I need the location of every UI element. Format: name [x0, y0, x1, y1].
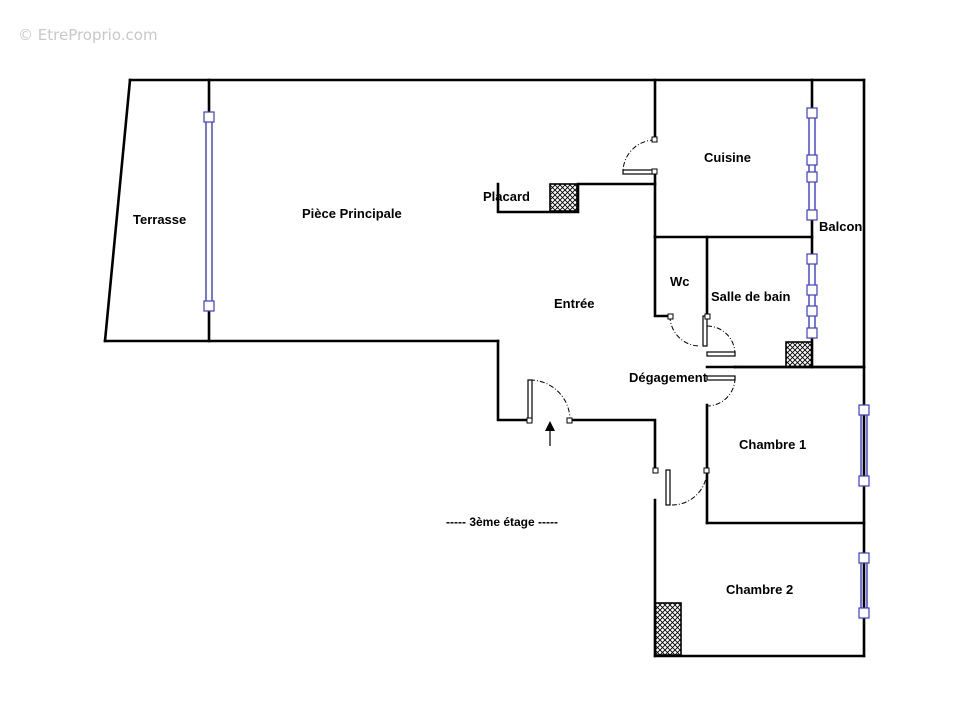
sdb-door: [706, 325, 736, 357]
cuisine-door: [622, 136, 658, 175]
placard-wall: [496, 182, 657, 214]
floor-label: ----- 3ème étage -----: [446, 515, 558, 529]
terrasse-slanted-wall: [103, 78, 132, 343]
chambre-2-window: [858, 552, 870, 619]
label-cuisine: Cuisine: [704, 150, 751, 165]
label-piece-principale: Pièce Principale: [302, 206, 402, 221]
cuisine-window: [806, 107, 818, 221]
sdb-duct: [785, 341, 813, 368]
walls: [103, 78, 866, 658]
room-labels: Terrasse Pièce Principale Placard Cuisin…: [133, 150, 862, 597]
sdb-window: [806, 253, 818, 339]
label-salle-de-bain: Salle de bain: [711, 289, 791, 304]
label-degagement: Dégagement: [629, 370, 708, 385]
windows: [203, 107, 870, 619]
label-chambre-2: Chambre 2: [726, 582, 793, 597]
ducts: [549, 183, 813, 656]
entrance-door: [526, 379, 573, 424]
wall-entrance-step-down: [496, 339, 532, 422]
placard-duct: [549, 183, 578, 212]
chambre-2-door: [652, 467, 710, 506]
terrasse-window: [203, 111, 215, 312]
entrance-arrow: [545, 421, 555, 446]
label-balcon: Balcon: [819, 219, 862, 234]
wall-entrance-right: [568, 418, 657, 472]
wc-door: [667, 313, 711, 347]
label-terrasse: Terrasse: [133, 212, 186, 227]
doors: [526, 136, 736, 506]
label-wc: Wc: [670, 274, 690, 289]
wc-left-wall: [653, 235, 672, 318]
label-chambre-1: Chambre 1: [739, 437, 806, 452]
watermark: © EtreProprio.com: [18, 26, 158, 44]
label-placard: Placard: [483, 189, 530, 204]
label-entree: Entrée: [554, 296, 594, 311]
chambre-1-window: [858, 404, 870, 487]
chambre-1-door: [706, 375, 736, 407]
chambre-2-duct: [654, 602, 682, 656]
